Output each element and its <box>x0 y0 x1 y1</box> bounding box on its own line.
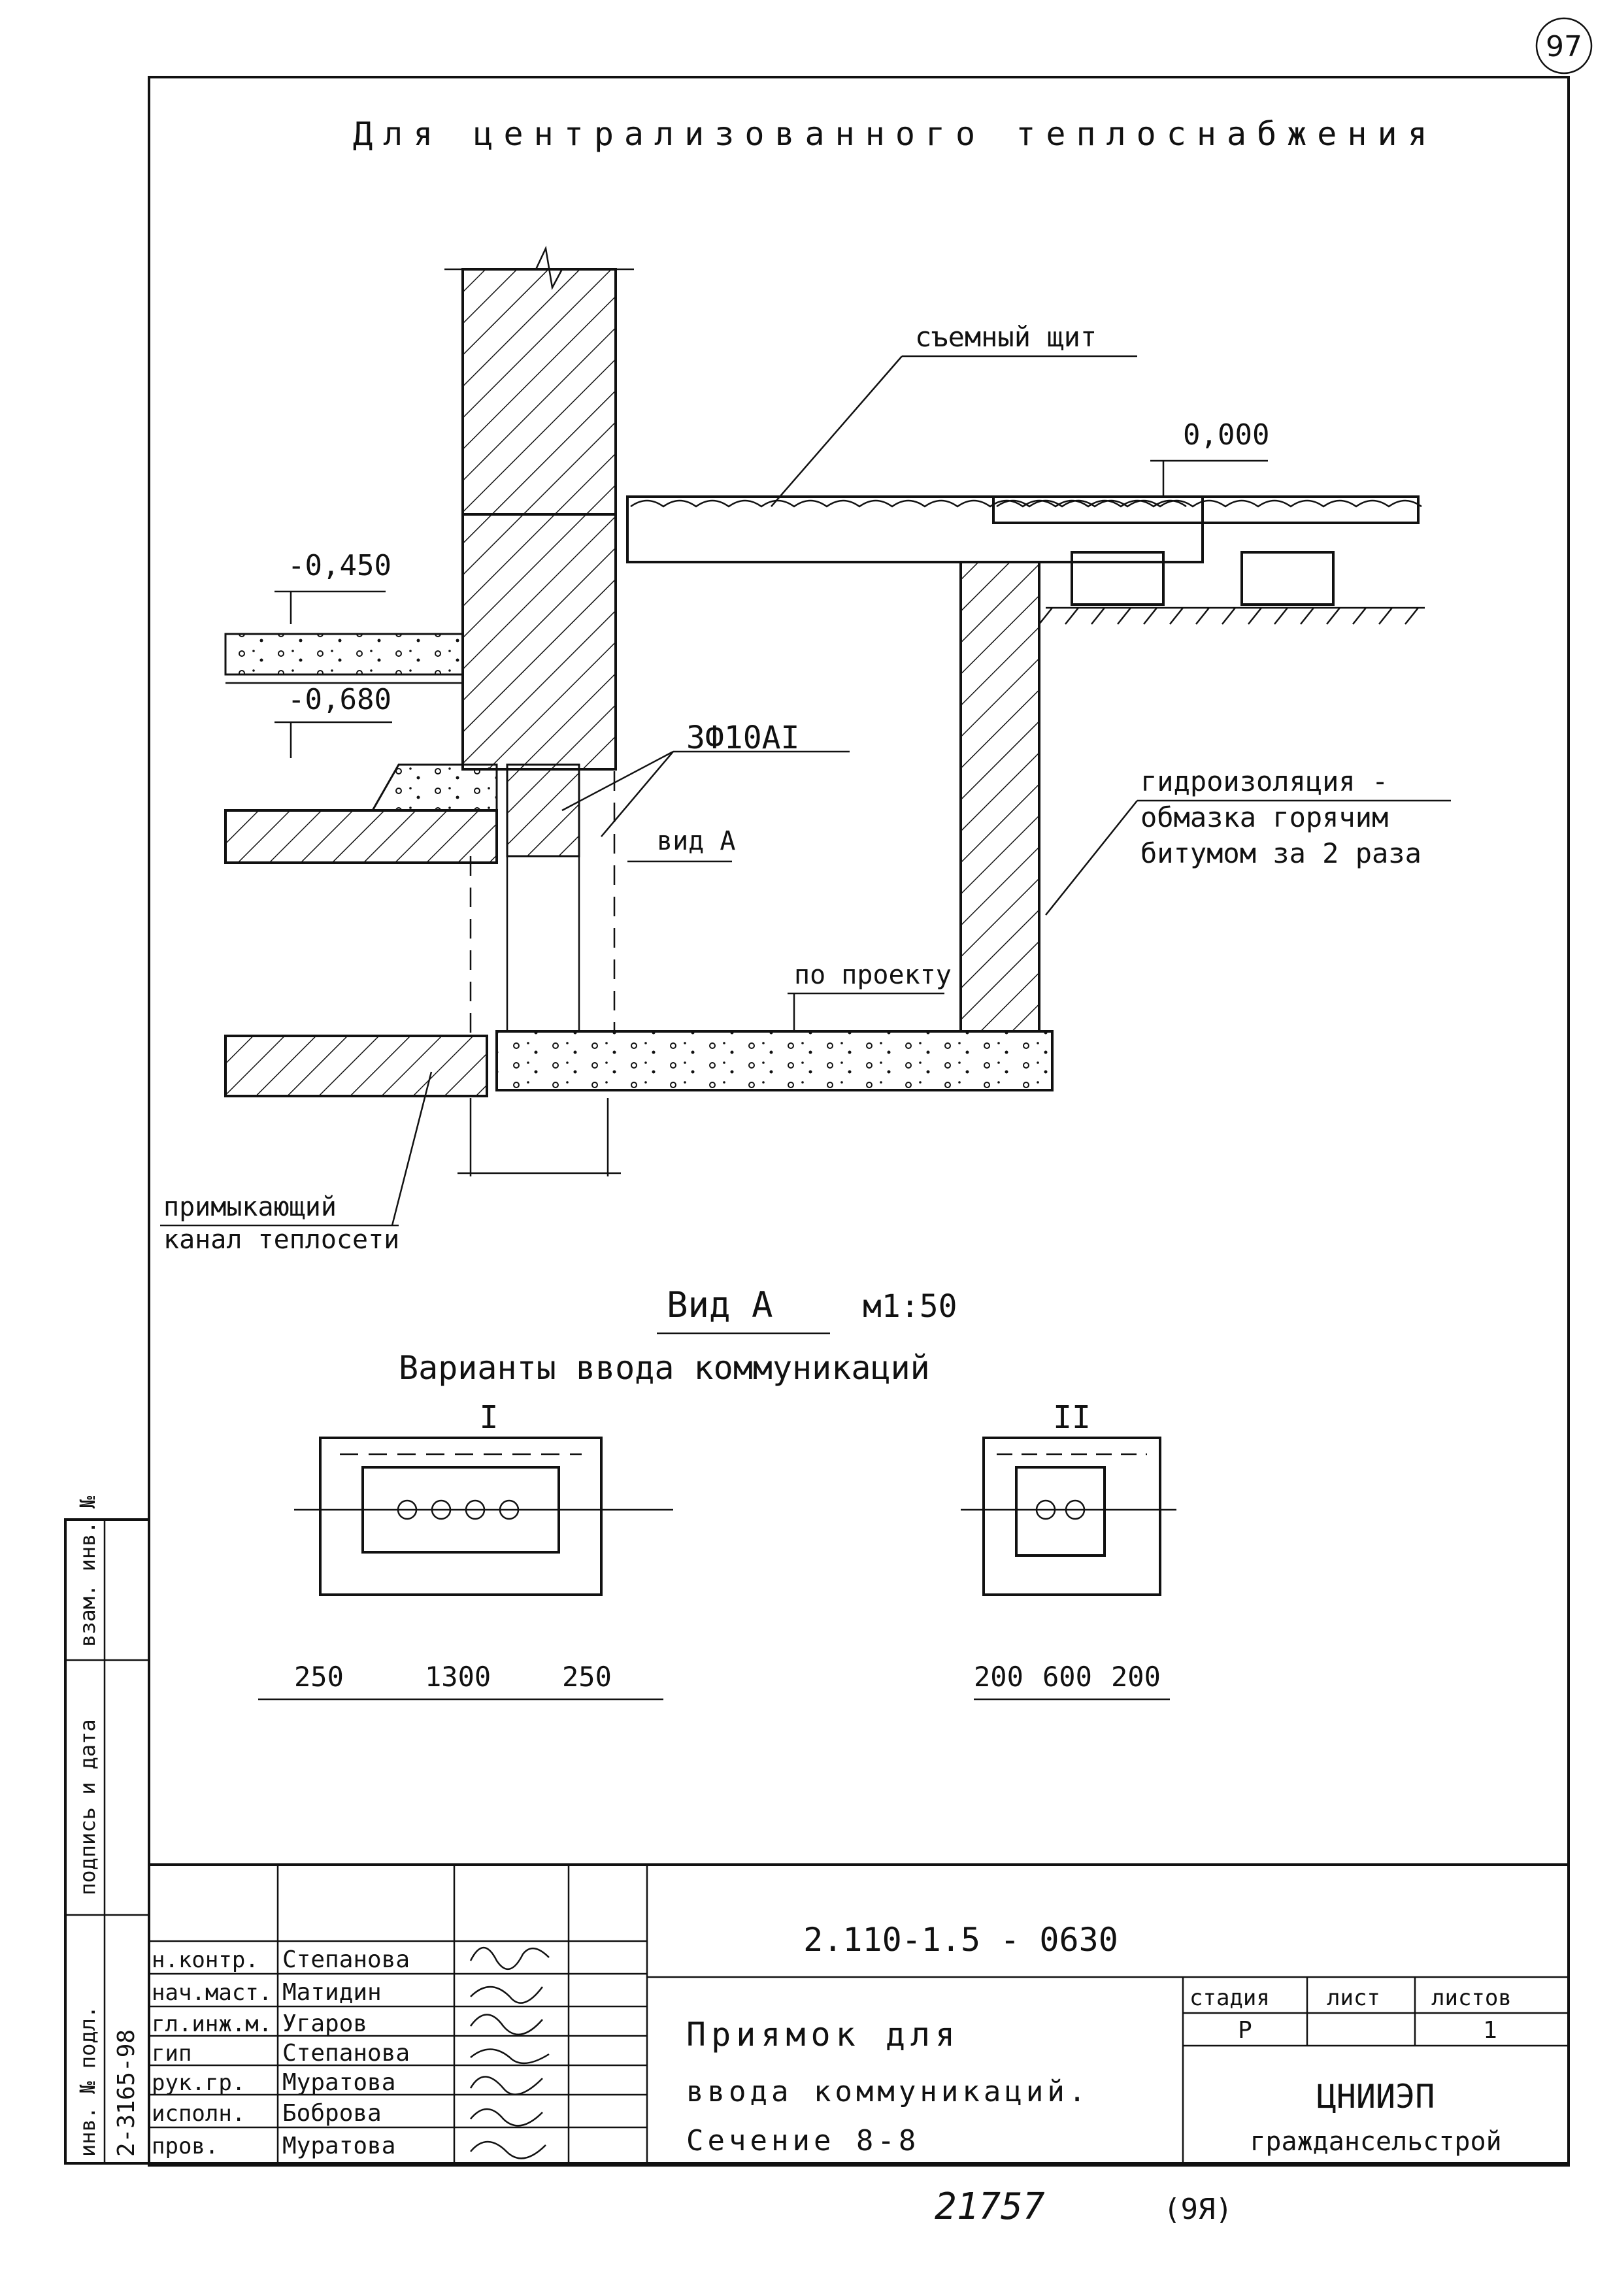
sheet-border <box>148 76 1570 2167</box>
tb-name-1: Степанова <box>282 1946 410 1973</box>
footer-number: 21757 <box>935 2186 1045 2228</box>
label-adjacent-2: канал теплосети <box>163 1225 399 1255</box>
label-removable-panel: съемный щит <box>915 321 1097 353</box>
side-stamp-inv: инв. № подл. <box>75 2006 100 2157</box>
level-0: 0,000 <box>1183 418 1269 452</box>
side-stamp-frame <box>64 1518 150 2165</box>
side-stamp-inv-number: 2-3165-98 <box>113 2029 140 2157</box>
left-ground-fill <box>224 633 464 676</box>
pit-bottom <box>495 1030 1054 1091</box>
tb-name-3: Угаров <box>282 2010 367 2037</box>
dim-2-c: 200 <box>1111 1661 1161 1693</box>
level-m450: -0,450 <box>288 549 391 582</box>
wall-break-line <box>444 245 634 290</box>
label-per-project: по проекту <box>794 960 952 990</box>
section-drawing: -0,450 -0,680 0,000 съемный щит 3Ф10АI в… <box>160 245 1451 1255</box>
tb-name-4: Степанова <box>282 2040 410 2067</box>
tb-sheets-header: листов <box>1431 1985 1512 2011</box>
tb-org-2: граждансельстрой <box>1250 2127 1501 2157</box>
side-stamp-replace: взам. инв. № <box>75 1495 100 1647</box>
slab-insulation <box>996 499 1422 508</box>
label-waterproofing-1: гидроизоляция - <box>1140 765 1388 797</box>
waterproofing-leader <box>1045 800 1138 916</box>
variant-1-label: I <box>480 1399 499 1436</box>
tb-stage-header: стадия <box>1189 1985 1270 2011</box>
lintel <box>506 763 580 857</box>
label-waterproofing-2: обмазка горячим <box>1140 801 1388 833</box>
tb-title-3: Сечение 8-8 <box>686 2124 920 2157</box>
signatures <box>469 1946 550 2159</box>
variant-2-opening <box>1015 1466 1106 1557</box>
level-m680: -0,680 <box>288 683 391 716</box>
label-view-a-marker: вид А <box>657 826 735 856</box>
footer-note: (9Я) <box>1163 2193 1233 2226</box>
adjacent-leader <box>391 1071 433 1226</box>
tb-name-6: Боброва <box>282 2100 382 2127</box>
label-rebar: 3Ф10АI <box>686 720 799 756</box>
wall-upper <box>461 268 617 516</box>
ground-hatch-right <box>1039 607 1419 625</box>
tb-role-7: пров. <box>152 2133 218 2159</box>
tb-role-3: гл.инж.м. <box>152 2011 272 2037</box>
tb-stage-value: Р <box>1238 2017 1252 2044</box>
dim-2-a: 200 <box>974 1661 1023 1693</box>
tb-role-6: исполн. <box>152 2101 245 2127</box>
tb-sheets-value: 1 <box>1483 2017 1497 2044</box>
page-number-badge: 97 <box>1535 17 1593 75</box>
support-block-2 <box>1240 551 1335 606</box>
dim-1-c: 250 <box>562 1661 612 1693</box>
tb-sheet-header: лист <box>1327 1985 1380 2011</box>
pit-wall <box>959 561 1040 1033</box>
label-adjacent-1: примыкающий <box>163 1192 337 1222</box>
sheet-title: Для централизованного теплоснабжения <box>353 115 1438 153</box>
tb-name-2: Матидин <box>282 1979 382 2006</box>
variant-2-pipes <box>1035 1499 1086 1520</box>
tb-title-2: ввода коммуникаций. <box>686 2075 1089 2108</box>
dim-1-a: 250 <box>294 1661 344 1693</box>
tb-title-1: Приямок для <box>686 2016 960 2054</box>
variant-1-pipes <box>397 1499 520 1520</box>
tb-role-5: рук.гр. <box>152 2070 245 2096</box>
side-stamp: инв. № подл. подпись и дата взам. инв. №… <box>64 1495 150 2165</box>
dim-1-b: 1300 <box>425 1661 491 1693</box>
channel-top-slab <box>224 809 498 864</box>
tb-name-5: Муратова <box>282 2069 395 2096</box>
floor-slab <box>992 495 1420 524</box>
support-block-1 <box>1071 551 1165 606</box>
tb-role-2: нач.маст. <box>152 1980 272 2006</box>
channel-bottom-slab <box>224 1035 488 1097</box>
tb-name-7: Муратова <box>282 2133 395 2159</box>
channel-fill-wedge <box>371 763 498 812</box>
leader-panel <box>771 356 903 507</box>
variant-2-label: II <box>1053 1399 1091 1436</box>
dim-2-b: 600 <box>1042 1661 1092 1693</box>
rebar-leader-1 <box>561 750 674 812</box>
label-waterproofing-3: битумом за 2 раза <box>1140 837 1422 869</box>
page-number: 97 <box>1546 30 1582 63</box>
rebar-leader-2 <box>601 751 674 837</box>
view-a-subtitle: Варианты ввода коммуникаций <box>399 1349 930 1387</box>
variant-1-frame <box>319 1437 603 1596</box>
view-a-scale: м1:50 <box>863 1288 957 1325</box>
tb-code: 2.110-1.5 - 0630 <box>803 1921 1118 1959</box>
variant-2-frame <box>982 1437 1161 1596</box>
view-a-title: Вид А <box>667 1284 773 1325</box>
removable-panel <box>626 495 1204 563</box>
wall-lower <box>461 513 617 771</box>
tb-role-4: гип <box>152 2040 191 2067</box>
title-block: н.контр. Степанова нач.маст. Матидин гл.… <box>148 1863 1570 2165</box>
tb-org-1: ЦНИИЭП <box>1317 2078 1435 2116</box>
title-block-frame <box>148 1863 1570 2165</box>
side-stamp-signature: подпись и дата <box>75 1719 100 1895</box>
tb-role-1: н.контр. <box>152 1947 259 1973</box>
view-a: Вид А м1:50 Варианты ввода коммуникаций … <box>258 1284 1176 1701</box>
